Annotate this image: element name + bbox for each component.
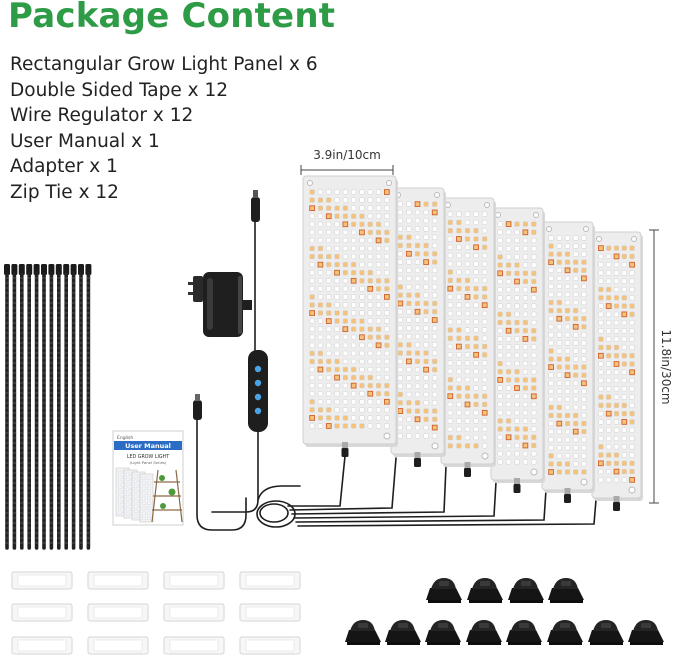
wire-regulators (345, 578, 664, 645)
grow-light-panel (302, 175, 398, 457)
zip-tie (78, 264, 84, 550)
dc-plug-adapter (193, 394, 202, 420)
double-sided-tape (163, 636, 225, 655)
cables (196, 221, 597, 531)
controller-button (254, 407, 262, 415)
cable-coil (256, 500, 296, 528)
zip-tie (48, 264, 55, 550)
zip-tie (33, 264, 40, 550)
wire-regulator-clip (466, 620, 502, 645)
zip-tie (4, 264, 10, 550)
grow-light-panels (302, 175, 643, 511)
wire-regulator-clip (467, 578, 503, 603)
manual-lang: English (117, 435, 133, 441)
width-dimension (300, 165, 394, 175)
package-contents-list: Rectangular Grow Light Panel x 6 Double … (10, 52, 318, 205)
adapter-cable (196, 417, 247, 531)
width-label: 3.9in/10cm (313, 148, 381, 162)
content-item-regulator: Wire Regulator x 12 (10, 105, 194, 126)
user-manual: English User Manual LED GROW LIGHT (Ligh… (112, 430, 184, 526)
cable-coil (259, 503, 289, 523)
grow-light-panel (591, 231, 643, 511)
content-item-adapter: Adapter x 1 (10, 156, 118, 177)
controller-lower-cable (211, 431, 259, 513)
double-sided-tape (11, 603, 73, 622)
double-sided-tape (87, 603, 149, 622)
double-sided-tape (163, 571, 225, 590)
double-sided-tape (239, 603, 301, 622)
zip-tie (26, 264, 33, 550)
controller-button (254, 365, 262, 373)
power-adapter (188, 272, 252, 337)
double-sided-tape (163, 603, 225, 622)
panel-cable-5 (295, 489, 547, 523)
panel-cable-2 (289, 457, 397, 511)
wire-regulator-clip (628, 620, 664, 645)
controller-button (254, 379, 262, 387)
panel-cable-4 (293, 481, 497, 519)
controller-button (254, 393, 262, 401)
double-sided-tape (87, 636, 149, 655)
double-sided-tape (11, 636, 73, 655)
zip-ties (4, 264, 92, 550)
double-sided-tapes (11, 571, 301, 655)
manual-title: User Manual (125, 442, 171, 450)
zip-tie (63, 264, 70, 550)
double-sided-tape (11, 571, 73, 590)
wire-regulator-clip (547, 620, 583, 645)
content-item-zip-tie: Zip Tie x 12 (10, 181, 119, 203)
double-sided-tape (239, 636, 301, 655)
manual-line-2: (Light Panel Series) (130, 460, 167, 465)
manual-cover-art (115, 467, 154, 523)
grow-light-panel (390, 187, 446, 467)
content-item-panels: Rectangular Grow Light Panel x 6 (10, 54, 318, 75)
manual-shelf-art (151, 469, 183, 523)
zip-tie (41, 264, 47, 550)
wire-regulator-clip (548, 578, 584, 603)
zip-tie (70, 264, 77, 550)
content-item-manual: User Manual x 1 (10, 130, 160, 152)
wire-regulator-clip (385, 620, 421, 645)
height-dimension (649, 229, 659, 504)
wire-regulator-clip (425, 620, 461, 645)
wire-regulator-clip (508, 578, 544, 603)
grow-light-panel (440, 197, 496, 477)
hub-cable (257, 485, 301, 501)
dc-plug-top (251, 190, 260, 222)
grow-light-panel (490, 207, 545, 493)
zip-tie (11, 264, 18, 550)
wire-regulator-clip (345, 620, 381, 645)
double-sided-tape (239, 571, 301, 590)
wire-regulator-clip (506, 620, 542, 645)
zip-tie (55, 264, 62, 550)
panel-cable-3 (291, 465, 447, 515)
grow-light-panel (541, 221, 595, 503)
page-title: Package Content (8, 0, 336, 36)
manual-line-1: LED GROW LIGHT (127, 454, 169, 460)
height-label: 11.8in/30cm (659, 329, 673, 404)
panel-cable-1 (287, 445, 347, 507)
dimmer-controller (248, 350, 268, 432)
content-item-tape: Double Sided Tape x 12 (10, 79, 229, 101)
wire-regulator-clip (588, 620, 624, 645)
panel-cable-6 (297, 499, 597, 527)
zip-tie (85, 264, 92, 550)
zip-tie (18, 264, 25, 550)
wire-regulator-clip (426, 578, 462, 603)
double-sided-tape (87, 571, 149, 590)
